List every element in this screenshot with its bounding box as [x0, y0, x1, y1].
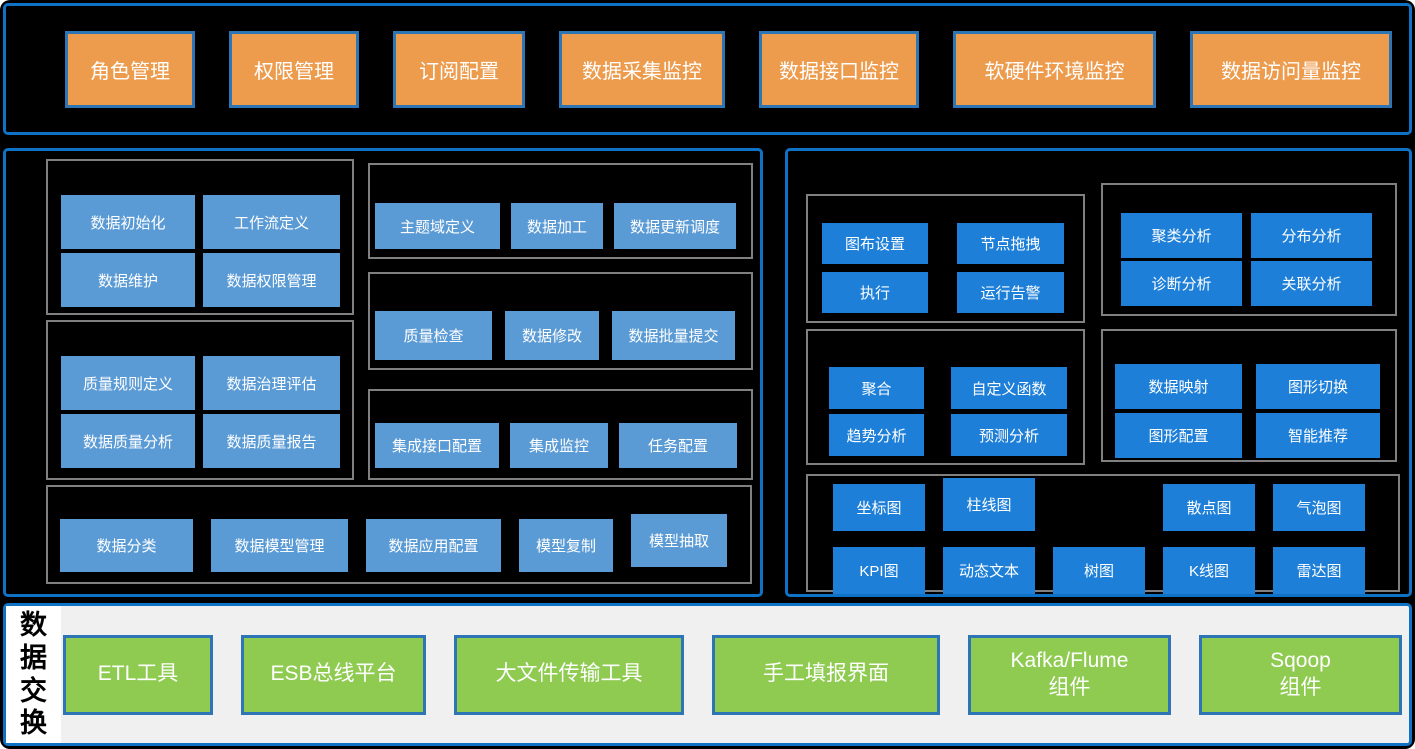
subject-domain-group: 主题域定义 数据加工 数据更新调度	[368, 163, 753, 259]
top-module-role-mgmt: 角色管理	[65, 30, 195, 108]
module-quality-check: 质量检查	[375, 311, 492, 360]
chart-type-kpi: KPI图	[833, 547, 925, 594]
module-diagnostic-analysis: 诊断分析	[1121, 261, 1242, 306]
tool-etl: ETL工具	[63, 634, 213, 715]
tool-manual-entry-ui: 手工填报界面	[712, 634, 940, 715]
canvas-operation-group: 图布设置 节点拖拽 执行 运行告警	[806, 194, 1085, 323]
module-integration-interface-config: 集成接口配置	[375, 423, 499, 468]
module-data-maintenance: 数据维护	[61, 253, 195, 307]
module-data-mapping: 数据映射	[1115, 364, 1242, 409]
tool-kafka-flume-component: Kafka/Flume 组件	[968, 634, 1171, 715]
module-distribution-analysis: 分布分析	[1251, 213, 1372, 258]
integration-group: 集成接口配置 集成监控 任务配置	[368, 389, 753, 480]
top-module-data-collection-monitor: 数据采集监控	[559, 30, 725, 108]
chart-type-coordinate: 坐标图	[833, 484, 925, 531]
module-data-governance-evaluation: 数据治理评估	[203, 356, 340, 410]
chart-type-dynamic-text: 动态文本	[943, 547, 1035, 594]
tool-label: 手工填报界面	[763, 662, 889, 686]
module-data-batch-submit: 数据批量提交	[612, 311, 735, 360]
module-data-permission-mgmt: 数据权限管理	[203, 253, 340, 307]
quality-check-group: 质量检查 数据修改 数据批量提交	[368, 272, 753, 370]
data-exchange-label: 数据交换	[20, 609, 47, 739]
module-integration-monitor: 集成监控	[510, 423, 608, 468]
module-node-drag: 节点拖拽	[957, 223, 1064, 264]
chart-type-scatter: 散点图	[1163, 484, 1255, 531]
module-correlation-analysis: 关联分析	[1251, 261, 1372, 306]
module-cluster-analysis: 聚类分析	[1121, 213, 1242, 258]
module-data-processing: 数据加工	[511, 203, 603, 249]
tool-label: 大文件传输工具	[495, 662, 643, 686]
tool-label: Sqoop	[1270, 649, 1331, 673]
module-data-update-scheduling: 数据更新调度	[614, 203, 736, 249]
data-quality-group: 质量规则定义 数据治理评估 数据质量分析 数据质量报告	[46, 320, 354, 480]
compute-analysis-group: 聚合 自定义函数 趋势分析 预测分析	[806, 329, 1085, 465]
tool-esb-bus-platform: ESB总线平台	[241, 634, 426, 715]
module-trend-analysis: 趋势分析	[829, 414, 924, 456]
module-model-extract: 模型抽取	[631, 514, 727, 567]
module-data-modification: 数据修改	[505, 311, 599, 360]
module-smart-recommend: 智能推荐	[1256, 413, 1380, 458]
tool-large-file-transfer: 大文件传输工具	[454, 634, 684, 715]
module-subject-domain-definition: 主题域定义	[375, 203, 500, 249]
data-governance-panel: 数据初始化 工作流定义 数据维护 数据权限管理 质量规则定义 数据治理评估 数据…	[3, 148, 763, 597]
top-module-hw-sw-env-monitor: 软硬件环境监控	[953, 30, 1156, 108]
module-data-init: 数据初始化	[61, 195, 195, 249]
tool-label: ESB总线平台	[270, 662, 397, 686]
module-aggregation: 聚合	[829, 367, 924, 409]
visual-config-group: 数据映射 图形切换 图形配置 智能推荐	[1101, 329, 1397, 462]
tool-label: ETL工具	[97, 662, 179, 686]
module-data-quality-report: 数据质量报告	[203, 414, 340, 468]
tool-sqoop-component: Sqoop 组件	[1199, 634, 1402, 715]
advanced-analysis-group: 聚类分析 分布分析 诊断分析 关联分析	[1101, 183, 1397, 316]
data-exchange-section: 数据交换 ETL工具 ESB总线平台 大文件传输工具 手工填报界面 Kafka/…	[3, 603, 1412, 746]
module-model-copy: 模型复制	[519, 519, 613, 572]
tool-label-line2: 组件	[1279, 675, 1322, 699]
module-quality-rule-definition: 质量规则定义	[61, 356, 195, 410]
module-predictive-analysis: 预测分析	[951, 414, 1067, 456]
module-data-application-config: 数据应用配置	[366, 519, 501, 572]
module-data-classification: 数据分类	[60, 519, 193, 572]
module-custom-function: 自定义函数	[951, 367, 1067, 409]
chart-type-column-line: 柱线图	[943, 478, 1035, 531]
basic-data-group: 数据初始化 工作流定义 数据维护 数据权限管理	[46, 159, 354, 315]
chart-type-bubble: 气泡图	[1273, 484, 1365, 531]
module-graph-config: 图形配置	[1115, 413, 1242, 458]
top-module-permission-mgmt: 权限管理	[229, 30, 359, 108]
data-model-group: 数据分类 数据模型管理 数据应用配置 模型复制 模型抽取	[46, 485, 752, 584]
module-task-config: 任务配置	[619, 423, 737, 468]
module-data-quality-analysis: 数据质量分析	[61, 414, 195, 468]
chart-type-radar: 雷达图	[1273, 547, 1365, 594]
module-data-model-mgmt: 数据模型管理	[211, 519, 348, 572]
top-module-data-interface-monitor: 数据接口监控	[759, 30, 919, 108]
module-workflow-definition: 工作流定义	[203, 195, 340, 249]
module-run-alert: 运行告警	[957, 272, 1064, 313]
tool-label: Kafka/Flume	[1010, 649, 1129, 673]
top-management-section: 角色管理 权限管理 订阅配置 数据采集监控 数据接口监控 软硬件环境监控 数据访…	[3, 3, 1412, 135]
data-exchange-label-strip: 数据交换	[6, 606, 61, 743]
tool-label-line2: 组件	[1048, 675, 1091, 699]
chart-types-group: 坐标图 柱线图 散点图 气泡图 KPI图 动态文本 树图 K线图 雷达图	[806, 474, 1400, 594]
chart-type-tree: 树图	[1053, 547, 1145, 594]
analysis-visualization-panel: 图布设置 节点拖拽 执行 运行告警 聚合 自定义函数 趋势分析 预测分析 聚类分…	[785, 148, 1412, 597]
top-module-subscription-config: 订阅配置	[393, 30, 525, 108]
chart-type-k-line: K线图	[1163, 547, 1255, 594]
module-graph-switch: 图形切换	[1256, 364, 1380, 409]
top-module-data-access-monitor: 数据访问量监控	[1190, 30, 1392, 108]
module-execute: 执行	[822, 272, 928, 313]
module-canvas-setting: 图布设置	[822, 223, 928, 264]
